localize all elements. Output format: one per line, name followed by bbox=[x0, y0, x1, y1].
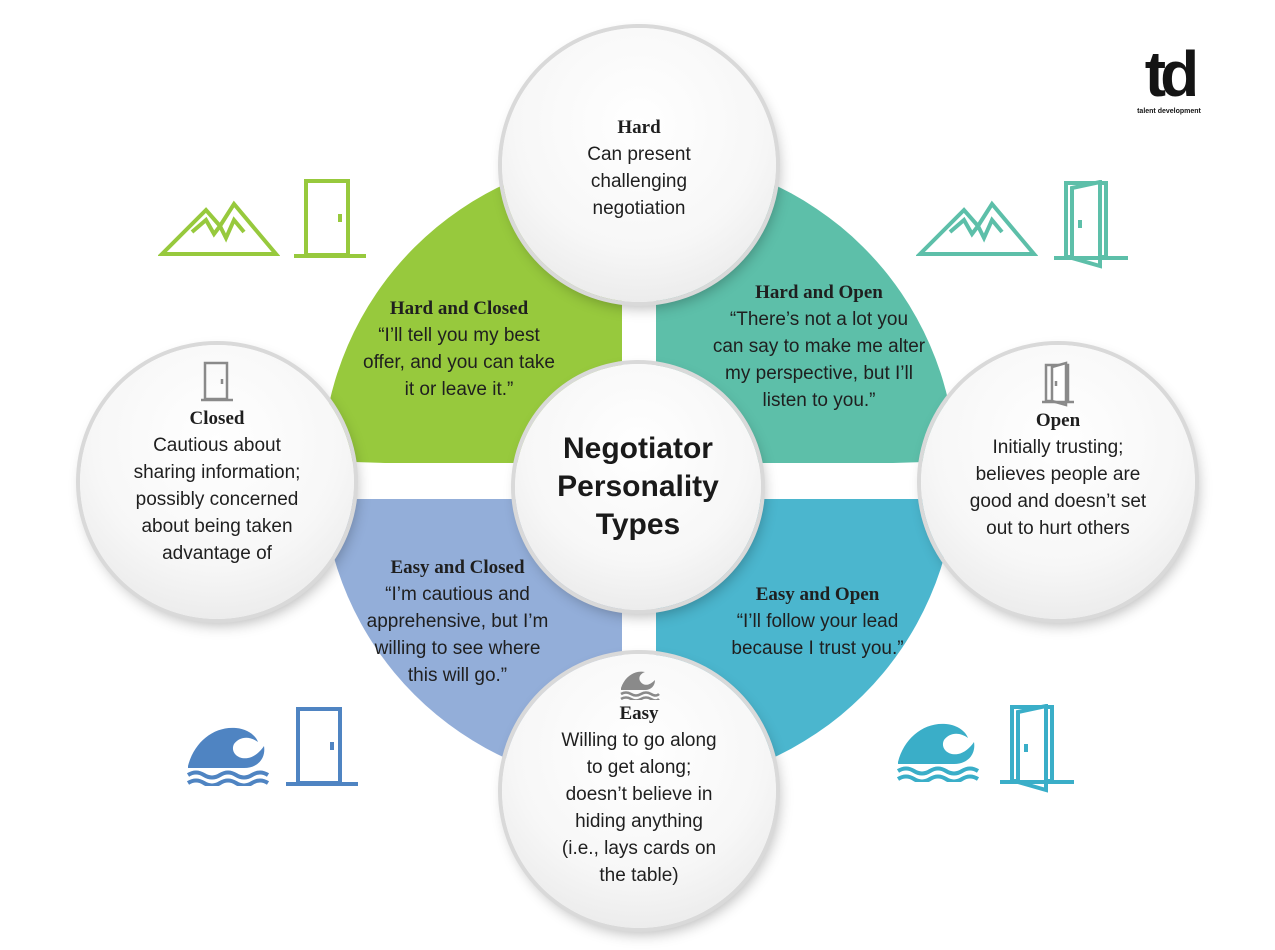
quadrant-hard-closed-quote: “I’ll tell you my best offer, and you ca… bbox=[363, 325, 555, 400]
trait-hard-title: Hard bbox=[617, 117, 661, 138]
open-door-icon bbox=[1054, 180, 1128, 269]
center-title: Negotiator Personality Types bbox=[557, 432, 719, 541]
td-logo-mark: td bbox=[1144, 38, 1199, 110]
trait-circle-easy: Easy Willing to go along to get along; d… bbox=[502, 654, 776, 928]
open-door-icon bbox=[1000, 704, 1074, 793]
trait-circle-open: Open Initially trusting; believes people… bbox=[921, 345, 1195, 619]
quadrant-easy-closed-quote: “I’m cautious and apprehensive, but I’m … bbox=[366, 584, 549, 686]
quadrant-easy-open-title: Easy and Open bbox=[755, 584, 880, 605]
trait-easy-text: Willing to go along to get along; doesn’… bbox=[561, 730, 717, 886]
trait-closed-title: Closed bbox=[189, 408, 245, 429]
trait-closed-text: Cautious about sharing information; poss… bbox=[133, 435, 301, 564]
open-door-icon bbox=[1042, 361, 1074, 407]
wave-icon bbox=[186, 727, 270, 786]
wave-icon bbox=[620, 671, 660, 700]
trait-easy-title: Easy bbox=[619, 703, 659, 724]
closed-door-icon bbox=[294, 179, 366, 258]
mountain-icon bbox=[916, 200, 1038, 256]
quadrant-hard-open-quote: “There’s not a lot you can say to make m… bbox=[712, 309, 926, 411]
trait-circle-closed: Closed Cautious about sharing informatio… bbox=[80, 345, 354, 619]
trait-open-title: Open bbox=[1035, 410, 1081, 431]
quadrant-hard-open-title: Hard and Open bbox=[755, 282, 883, 303]
trait-open-text: Initially trusting; believes people are … bbox=[969, 437, 1147, 539]
td-logo: td talent development bbox=[1128, 40, 1210, 116]
trait-hard-text: Can present challenging negotiation bbox=[587, 144, 691, 219]
quadrant-hard-closed-title: Hard and Closed bbox=[389, 298, 529, 319]
trait-circle-hard: Hard Can present challenging negotiation bbox=[502, 28, 776, 302]
quadrant-easy-open-quote: “I’ll follow your lead because I trust y… bbox=[731, 611, 904, 659]
wave-icon bbox=[896, 723, 980, 782]
mountain-icon bbox=[158, 200, 280, 256]
quadrant-easy-open: Easy and Open “I’ll follow your lead bec… bbox=[705, 582, 930, 662]
center-circle: Negotiator Personality Types bbox=[515, 364, 761, 610]
quadrant-hard-open: Hard and Open “There’s not a lot you can… bbox=[700, 280, 938, 414]
quadrant-hard-closed: Hard and Closed “I’ll tell you my best o… bbox=[345, 296, 573, 403]
closed-door-icon bbox=[201, 361, 233, 402]
closed-door-icon bbox=[286, 707, 358, 786]
td-logo-text: talent development bbox=[1137, 108, 1201, 115]
quadrant-easy-closed: Easy and Closed “I’m cautious and appreh… bbox=[345, 555, 570, 689]
quadrant-easy-closed-title: Easy and Closed bbox=[390, 557, 525, 578]
